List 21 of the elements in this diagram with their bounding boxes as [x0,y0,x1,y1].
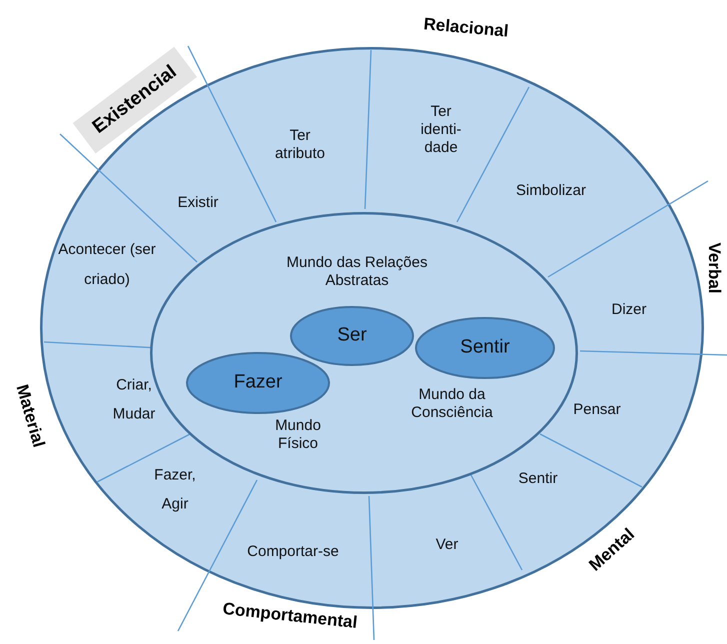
process-label: Fazer [234,372,282,394]
verb-label: Sentir [517,470,559,488]
verb-label: Pensar [572,401,622,419]
category-label: Relacional [422,14,510,42]
verb-label: Ver [434,536,460,554]
verb-label: Dizer [610,301,648,319]
world-label: Mundo da Consciência [410,386,494,422]
verb-label: Existir [176,194,220,212]
verb-label: Comportar-se [246,543,340,561]
verb-label: Simbolizar [514,182,588,200]
verb-label: Criar, Mudar [112,376,156,424]
verb-label: Acontecer (ser criado) [57,240,157,290]
world-label: Mundo das Relações Abstratas [286,254,428,290]
world-label: Mundo Físico [274,417,322,453]
category-label: Comportamental [222,599,358,633]
verb-label: Ter identi- dade [420,103,462,157]
category-label: Verbal [704,242,724,294]
process-label: Sentir [460,336,510,360]
process-label: Ser [337,324,367,348]
verb-label: Fazer, Agir [153,466,197,514]
verb-label: Ter atributo [274,127,326,163]
